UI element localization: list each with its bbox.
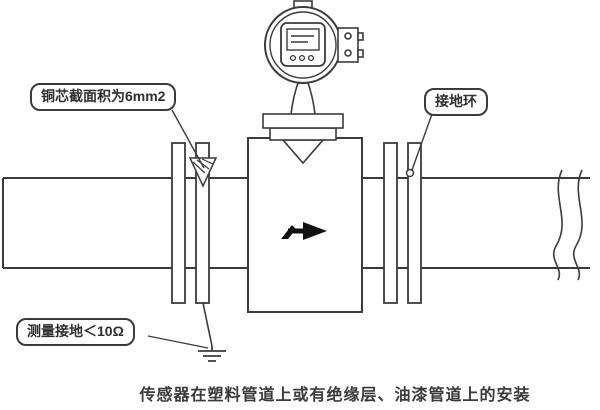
converter-housing-inner-ring	[269, 11, 337, 79]
wire-clamp	[188, 157, 218, 188]
label-copper-core: 铜芯截面积为6mm2	[30, 83, 177, 111]
label-grounding-ring-text: 接地环	[435, 93, 477, 109]
leader-measurement-ground	[147, 335, 209, 349]
leader-copper-core	[171, 109, 205, 169]
label-measurement-ground: 测量接地＜10Ω	[16, 318, 135, 346]
left-flange-pair	[171, 142, 210, 304]
pipe-break-lines	[552, 169, 583, 281]
converter-flange-stack	[262, 113, 344, 141]
display-buttons	[289, 54, 315, 62]
flow-arrow	[281, 222, 327, 240]
sensor-body	[247, 137, 363, 313]
display-lcd	[286, 28, 320, 51]
right-flange-pair	[383, 142, 422, 304]
label-grounding-ring: 接地环	[424, 88, 488, 116]
earth-symbol	[198, 346, 226, 362]
leader-grounding-ring	[411, 113, 433, 171]
label-copper-core-text: 铜芯截面积为6mm2	[41, 88, 166, 104]
diagram-caption: 传感器在塑料管道上或有绝缘层、油漆管道上的安装	[139, 387, 531, 404]
converter-neck	[290, 79, 316, 115]
grounding-wire	[202, 302, 213, 347]
junction-box	[337, 27, 364, 63]
label-measurement-ground-text: 测量接地＜10Ω	[27, 323, 124, 339]
display-lcd-text-lines	[291, 35, 314, 43]
grounding-ring-point	[405, 168, 415, 178]
